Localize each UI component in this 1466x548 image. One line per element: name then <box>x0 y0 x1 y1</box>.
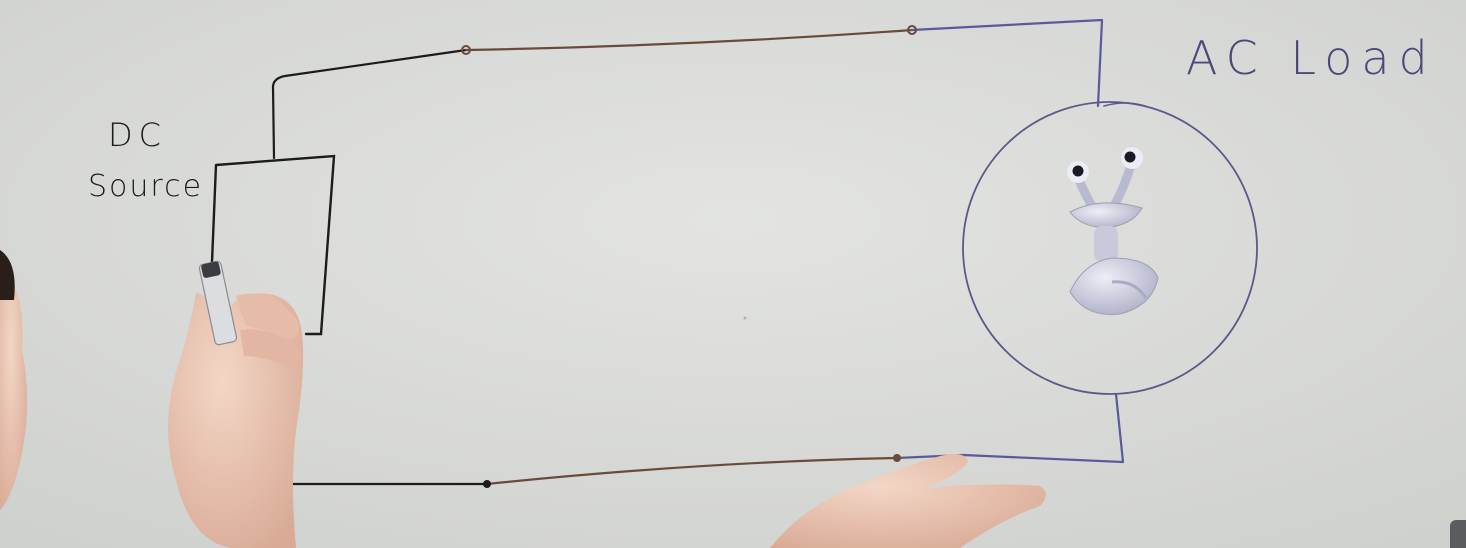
dc-label-line1: DC <box>108 116 167 154</box>
presenter-right-palm <box>770 454 1046 548</box>
clay-head <box>1069 202 1143 229</box>
wire-bottom-middle <box>485 456 899 486</box>
ac-load-label: AC Load <box>1186 31 1437 85</box>
clay-arm <box>1111 280 1148 299</box>
board-smudge <box>743 316 747 320</box>
presenter-finger <box>236 293 300 340</box>
presenter-cheek <box>0 262 28 510</box>
presenter-left-hand <box>168 292 304 548</box>
presenter-hair <box>0 250 15 300</box>
junction-dot <box>907 25 917 35</box>
wire-top-middle <box>464 28 914 52</box>
clay-pupil-right <box>1124 151 1136 163</box>
dc-label-line2: Source <box>88 169 203 204</box>
wire-bottom-right <box>895 392 1125 464</box>
junction-dot <box>483 480 491 488</box>
dc-source-box <box>210 154 336 336</box>
marker-cap <box>201 261 221 278</box>
wire-top-right <box>910 18 1104 108</box>
presenter-right-hand <box>770 454 1046 548</box>
clay-pupil-left <box>1072 165 1084 177</box>
presenter-face <box>0 250 28 510</box>
clay-body <box>1069 257 1159 316</box>
presenter-finger <box>240 329 301 368</box>
junction-dot <box>893 454 901 462</box>
junction-dot <box>461 45 471 55</box>
scroll-handle[interactable] <box>1450 520 1466 548</box>
marker-pen <box>198 260 238 346</box>
clay-neck <box>1094 226 1118 262</box>
clay-figure <box>1067 147 1159 316</box>
ac-load-circle <box>962 101 1258 395</box>
wire-top-left <box>271 48 468 160</box>
